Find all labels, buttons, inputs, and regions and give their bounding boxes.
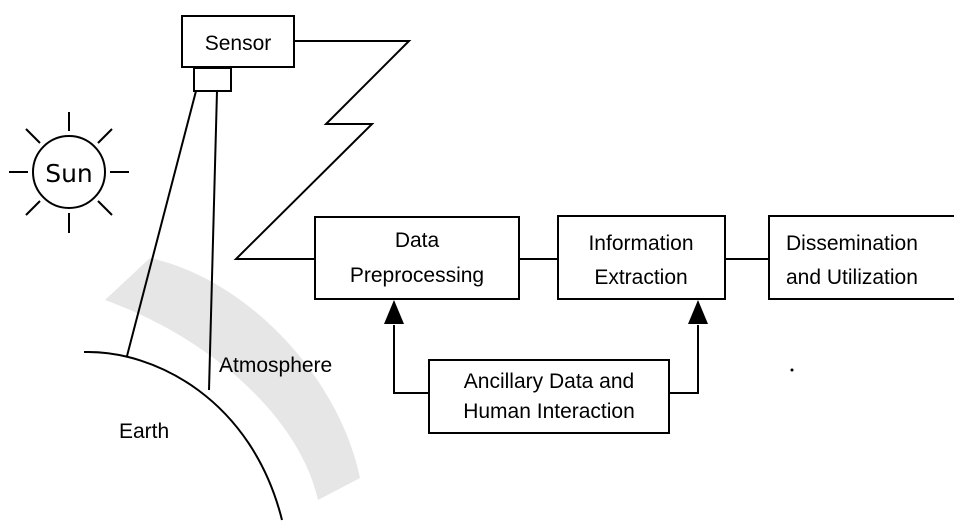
atmosphere-band (105, 258, 360, 500)
dissemination-box: Dissemination and Utilization (768, 215, 954, 300)
data-preprocessing-label-line1: Data (395, 229, 440, 252)
transmission-link (233, 40, 412, 260)
ancillary-data-box: Ancillary Data and Human Interaction (428, 359, 670, 434)
sun-label: Sun (45, 159, 93, 188)
earth-label: Earth (119, 420, 169, 443)
sensor: Sensor (181, 15, 295, 92)
sensor-box (181, 15, 295, 68)
data-preprocessing-box: Data Preprocessing (314, 216, 520, 300)
information-extraction-label-line1: Information (588, 232, 693, 255)
dissemination-label-line1: Dissemination (786, 232, 918, 255)
fov-line-left (126, 90, 197, 357)
sensor-lens (193, 67, 232, 92)
fov-line-right (208, 90, 218, 391)
sun-ray (25, 200, 41, 216)
arrowhead-preprocessing (384, 300, 404, 324)
earth-surface (83, 350, 283, 521)
stray-dot (790, 368, 794, 372)
sun-ray (25, 128, 41, 144)
feedback-line-extraction (669, 325, 699, 394)
sun-ray (97, 200, 113, 216)
ancillary-label-line1: Ancillary Data and (464, 370, 634, 393)
ancillary-label-line2: Human Interaction (463, 400, 635, 423)
sun-ray (97, 128, 113, 144)
feedback-line-preprocessing (393, 325, 429, 394)
data-preprocessing-label-line2: Preprocessing (350, 264, 484, 287)
atmosphere-label: Atmosphere (219, 354, 332, 377)
information-extraction-label-line2: Extraction (594, 266, 687, 289)
arrowhead-extraction (688, 300, 708, 324)
sensor-label: Sensor (205, 32, 272, 55)
sun: Sun (9, 112, 129, 233)
sun-circle (32, 135, 106, 209)
information-extraction-box: Information Extraction (557, 215, 726, 300)
dissemination-label-line2: and Utilization (786, 266, 918, 289)
